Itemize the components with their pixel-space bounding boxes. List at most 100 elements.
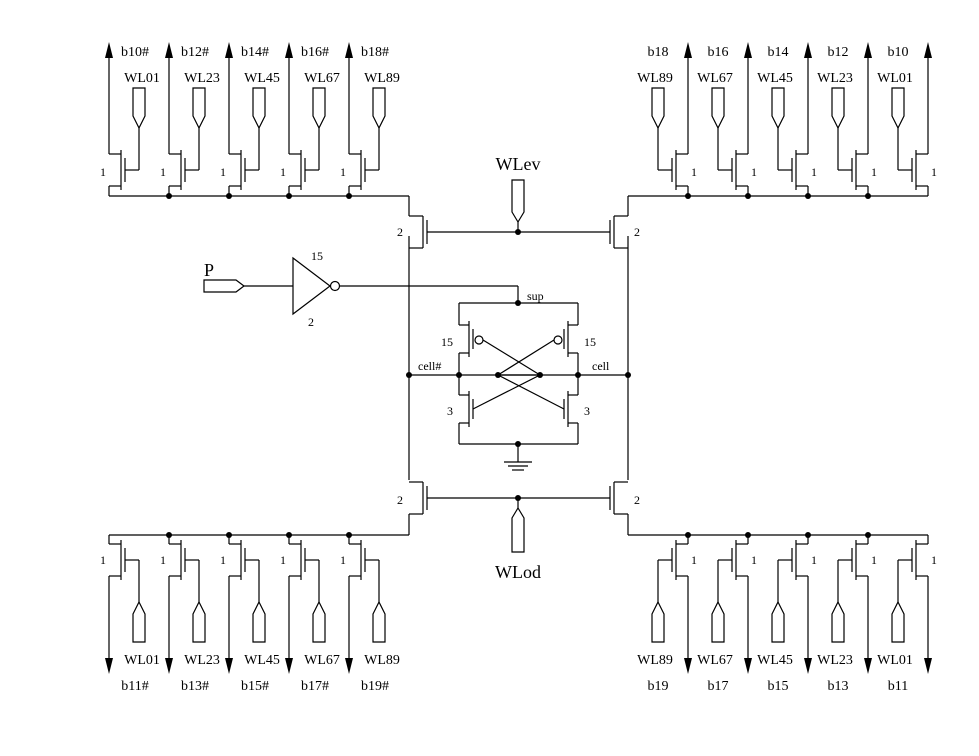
bitline-arrow [744,42,752,58]
transistor-size-label: 1 [100,165,106,179]
bitline-arrow [285,658,293,674]
bitline-label: b13 [828,679,849,694]
bitline-arrow [804,42,812,58]
junction-dot [166,532,172,538]
bitline-arrow [225,42,233,58]
wordline-label: WL45 [244,653,280,668]
transistor-size-label: 1 [871,165,877,179]
wordline-pin [372,87,386,130]
wordline-label: WL89 [364,71,400,86]
wordline-pin [192,600,206,643]
precharge-label: P [204,260,214,280]
wordline-label: WL89 [364,653,400,668]
bitline-label: b17# [301,679,329,694]
bitline-label: b12 [828,45,849,60]
pass-size-label: 2 [634,493,640,507]
wordline-pin [372,600,386,643]
precharge-input: P [203,260,293,293]
wordline-pin [192,87,206,130]
bitline-arrow [684,42,692,58]
bitline-label: b10# [121,45,149,60]
pass-size-label: 2 [397,493,403,507]
bitline-arrow [684,658,692,674]
wlev-label: WLev [496,154,541,174]
bitline-arrow [105,42,113,58]
bitline-label: b10 [888,45,909,60]
wordline-pin [651,87,665,130]
bitline-arrow [864,42,872,58]
transistor-size-label: 1 [100,553,106,567]
junction-dot [226,193,232,199]
wordline-label: WL67 [304,71,340,86]
pass-size-label: 2 [397,225,403,239]
mux-column: 1 b10# WL01 [100,42,160,196]
transistor-size-label: 1 [220,165,226,179]
wordline-pin [312,87,326,130]
wordline-label: WL89 [637,653,673,668]
transistor-size-label: 1 [160,553,166,567]
wordline-pin [252,87,266,130]
bitline-label: b15# [241,679,269,694]
junction-dot [286,532,292,538]
bitline-label: b12# [181,45,209,60]
bitline-label: b14 [768,45,789,60]
inverter-top-size: 15 [311,249,323,263]
bitline-arrow [924,42,932,58]
mux-column: 1 b19 WL89 [637,532,697,694]
mux-column: 1 b15# WL45 [220,532,280,694]
junction-dot [346,532,352,538]
transistor-size-label: 1 [691,553,697,567]
bitline-label: b18# [361,45,389,60]
bitline-arrow [285,42,293,58]
column-mux-groups: 1b10#WL011b12#WL231b14#WL451b16#WL671b18… [100,42,937,694]
wordline-label: WL67 [697,653,733,668]
bitline-label: b15 [768,679,789,694]
wlod-input: WLod [495,495,541,582]
wordline-label: WL01 [124,71,160,86]
cross-coupled-latch: sup 15 15 3 3 [406,289,631,471]
wordline-pin [132,87,146,130]
transistor-size-label: 1 [340,553,346,567]
inverter-bottom-size: 2 [308,315,314,329]
bitline-label: b19 [648,679,669,694]
wordline-label: WL67 [697,71,733,86]
junction-dot [685,532,691,538]
cell-bar-label: cell# [418,359,441,373]
bitline-arrow [165,42,173,58]
pass-size-label: 2 [634,225,640,239]
bitline-label: b17 [708,679,729,694]
wordline-pin [711,600,725,643]
wordline-label: WL23 [184,71,220,86]
junction-dot [805,193,811,199]
sup-label: sup [527,289,544,303]
junction-dot [685,193,691,199]
wordline-pin [312,600,326,643]
latch-nmos-size: 3 [447,404,453,418]
transistor-size-label: 1 [220,553,226,567]
transistor-size-label: 1 [931,165,937,179]
wordline-label: WL23 [817,653,853,668]
bitline-arrow [345,42,353,58]
transistor-size-label: 1 [280,165,286,179]
junction-dot [865,532,871,538]
bitline-label: b11# [121,679,148,694]
transistor-size-label: 1 [691,165,697,179]
wordline-label: WL23 [184,653,220,668]
wordline-pin [831,87,845,130]
wordline-label: WL67 [304,653,340,668]
bitline-arrow [804,658,812,674]
bitline-arrow [744,658,752,674]
mux-group-bottom-left: 1b11#WL011b13#WL231b15#WL451b17#WL671b19… [100,532,409,694]
